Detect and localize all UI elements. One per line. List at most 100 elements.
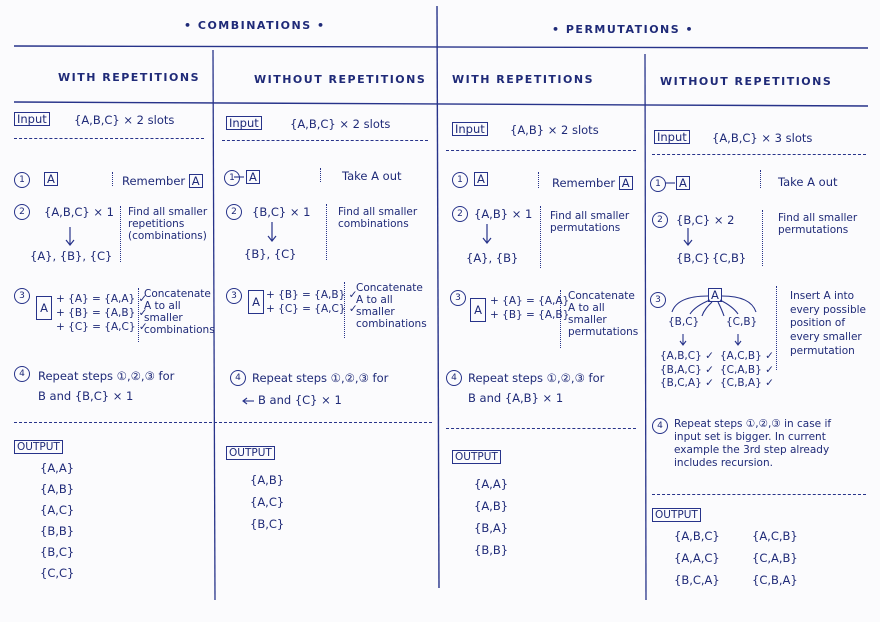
col2-s4-line1: Repeat steps ①,②,③ for: [252, 371, 389, 385]
divider: [222, 140, 428, 141]
col4-s1-note: Take A out: [778, 175, 838, 189]
note-separator: [138, 288, 139, 342]
col4-output-right-1: {C,A,B}: [752, 551, 798, 565]
col4-output-left-1: {A,A,C}: [674, 551, 720, 565]
combinations-header: • COMBINATIONS •: [184, 19, 326, 32]
col1-s2-expr: {A,B,C} × 1: [44, 205, 114, 219]
col1-s1-note: Remember A: [122, 174, 203, 188]
col2-output-1: {A,C}: [250, 495, 285, 509]
step-number-2: 2: [226, 204, 242, 220]
note-separator: [120, 206, 121, 262]
col2-s2-expr: {B,C} × 1: [252, 205, 311, 219]
col3-s1-note: Remember A: [552, 176, 633, 190]
col2-s1-note: Take A out: [342, 169, 402, 183]
col4-output-left-2: {B,C,A}: [674, 573, 720, 587]
col3-output-3: {B,B}: [474, 543, 509, 557]
col3-s3-lines: + {A} = {A,A} + {B} = {A,B}: [490, 295, 570, 322]
col1-output-3: {B,B}: [40, 524, 75, 538]
col3-output-1: {A,B}: [474, 499, 509, 513]
col4-s2-result-right: {C,B}: [712, 251, 747, 265]
col1-output-0: {A,A}: [40, 461, 75, 475]
col4-s3-note: Insert A into every possible position of…: [790, 290, 866, 357]
col1-output-4: {B,C}: [40, 545, 75, 559]
step-number-2: 2: [652, 212, 668, 228]
col4-s2-note: Find all smaller permutations: [778, 212, 858, 237]
col1-output-2: {A,C}: [40, 503, 75, 517]
note-separator: [760, 170, 761, 188]
col1-input-text: {A,B,C} × 2 slots: [74, 113, 175, 127]
col2-s3-note: Concatenate A to all smaller combination…: [356, 282, 427, 331]
col4-s2-result-left: {B,C}: [676, 251, 711, 265]
note-separator: [320, 168, 321, 182]
col4-input-label: Input: [654, 130, 690, 144]
col1-s3-lines: + {A} = {A,A} ✓ + {B} = {A,B} ✓ + {C} = …: [56, 293, 148, 334]
divider: [652, 154, 866, 155]
step-number-1: 1: [14, 172, 30, 188]
col4-s2-expr: {B,C} × 2: [676, 213, 735, 227]
step-number-2: 2: [452, 206, 468, 222]
col1-s3-box: A: [36, 296, 52, 320]
step-number-4: 4: [446, 370, 462, 386]
col1-output-label: OUTPUT: [14, 440, 63, 454]
col2-output-label: OUTPUT: [226, 446, 275, 460]
col2-s4-line2: B and {C} × 1: [258, 393, 342, 407]
col2-header: WITHOUT REPETITIONS: [254, 73, 427, 86]
col3-s2-result: {A}, {B}: [466, 251, 519, 265]
note-separator: [538, 172, 539, 188]
col4-s4-text: Repeat steps ①,②,③ in case if input set …: [674, 418, 832, 470]
col3-s4-line2: B and {A,B} × 1: [468, 391, 564, 405]
col1-output-5: {C,C}: [40, 566, 75, 580]
col3-s4-line1: Repeat steps ①,②,③ for: [468, 371, 605, 385]
col2-s2-result: {B}, {C}: [244, 247, 297, 261]
col2-s3-box: A: [248, 290, 264, 314]
col4-s1-box: A: [676, 176, 690, 190]
divider: [446, 428, 636, 429]
col4-output-left-0: {A,B,C}: [674, 529, 720, 543]
note-separator: [776, 286, 777, 370]
col1-s1-box: A: [44, 172, 58, 186]
step-number-1: 1: [224, 170, 240, 186]
col4-input-text: {A,B,C} × 3 slots: [712, 131, 813, 145]
col2-output-0: {A,B}: [250, 473, 285, 487]
col4-output-right-0: {A,C,B}: [752, 529, 798, 543]
col1-s3-note: Concatenate A to all smaller combination…: [144, 288, 215, 337]
step-number-3: 3: [226, 288, 242, 304]
col3-s3-note: Concatenate A to all smaller permutation…: [568, 290, 639, 339]
step-number-4: 4: [652, 418, 668, 434]
col4-output-right-2: {C,B,A}: [752, 573, 798, 587]
note-separator: [326, 204, 327, 260]
col2-s3-lines: + {B} = {A,B} ✓ + {C} = {A,C} ✓: [266, 289, 358, 316]
col3-s2-expr: {A,B} × 1: [474, 207, 533, 221]
col3-header: WITH REPETITIONS: [452, 73, 594, 86]
divider: [446, 150, 636, 151]
step-number-1: 1: [650, 176, 666, 192]
col1-s4-line2: B and {B,C} × 1: [38, 389, 134, 403]
col4-output-label: OUTPUT: [652, 508, 701, 522]
col3-output-0: {A,A}: [474, 477, 509, 491]
col2-input-text: {A,B,C} × 2 slots: [290, 117, 391, 131]
col1-input-label: Input: [14, 112, 50, 126]
step-number-3: 3: [650, 292, 666, 308]
col3-s1-box: A: [474, 172, 488, 186]
divider: [14, 422, 432, 423]
col1-s2-result: {A}, {B}, {C}: [30, 249, 113, 263]
col1-header: WITH REPETITIONS: [58, 71, 200, 84]
step-number-4: 4: [14, 366, 30, 382]
step-number-3: 3: [14, 288, 30, 304]
note-separator: [112, 172, 113, 186]
step-number-1: 1: [452, 172, 468, 188]
col4-s3-left-set: {B,C}: [668, 316, 700, 328]
step-number-4: 4: [230, 370, 246, 386]
divider: [652, 494, 866, 495]
col1-s4-line1: Repeat steps ①,②,③ for: [38, 369, 175, 383]
col4-s3-box: A: [708, 288, 722, 302]
col1-output-1: {A,B}: [40, 482, 75, 496]
col4-s3-right-set: {C,B}: [726, 316, 758, 328]
col3-input-text: {A,B} × 2 slots: [510, 123, 599, 137]
note-separator: [540, 206, 541, 268]
col2-output-2: {B,C}: [250, 517, 285, 531]
col4-s3-left-results: {A,B,C} ✓ {B,A,C} ✓ {B,C,A} ✓: [660, 350, 714, 390]
col3-s2-note: Find all smaller permutations: [550, 210, 630, 235]
